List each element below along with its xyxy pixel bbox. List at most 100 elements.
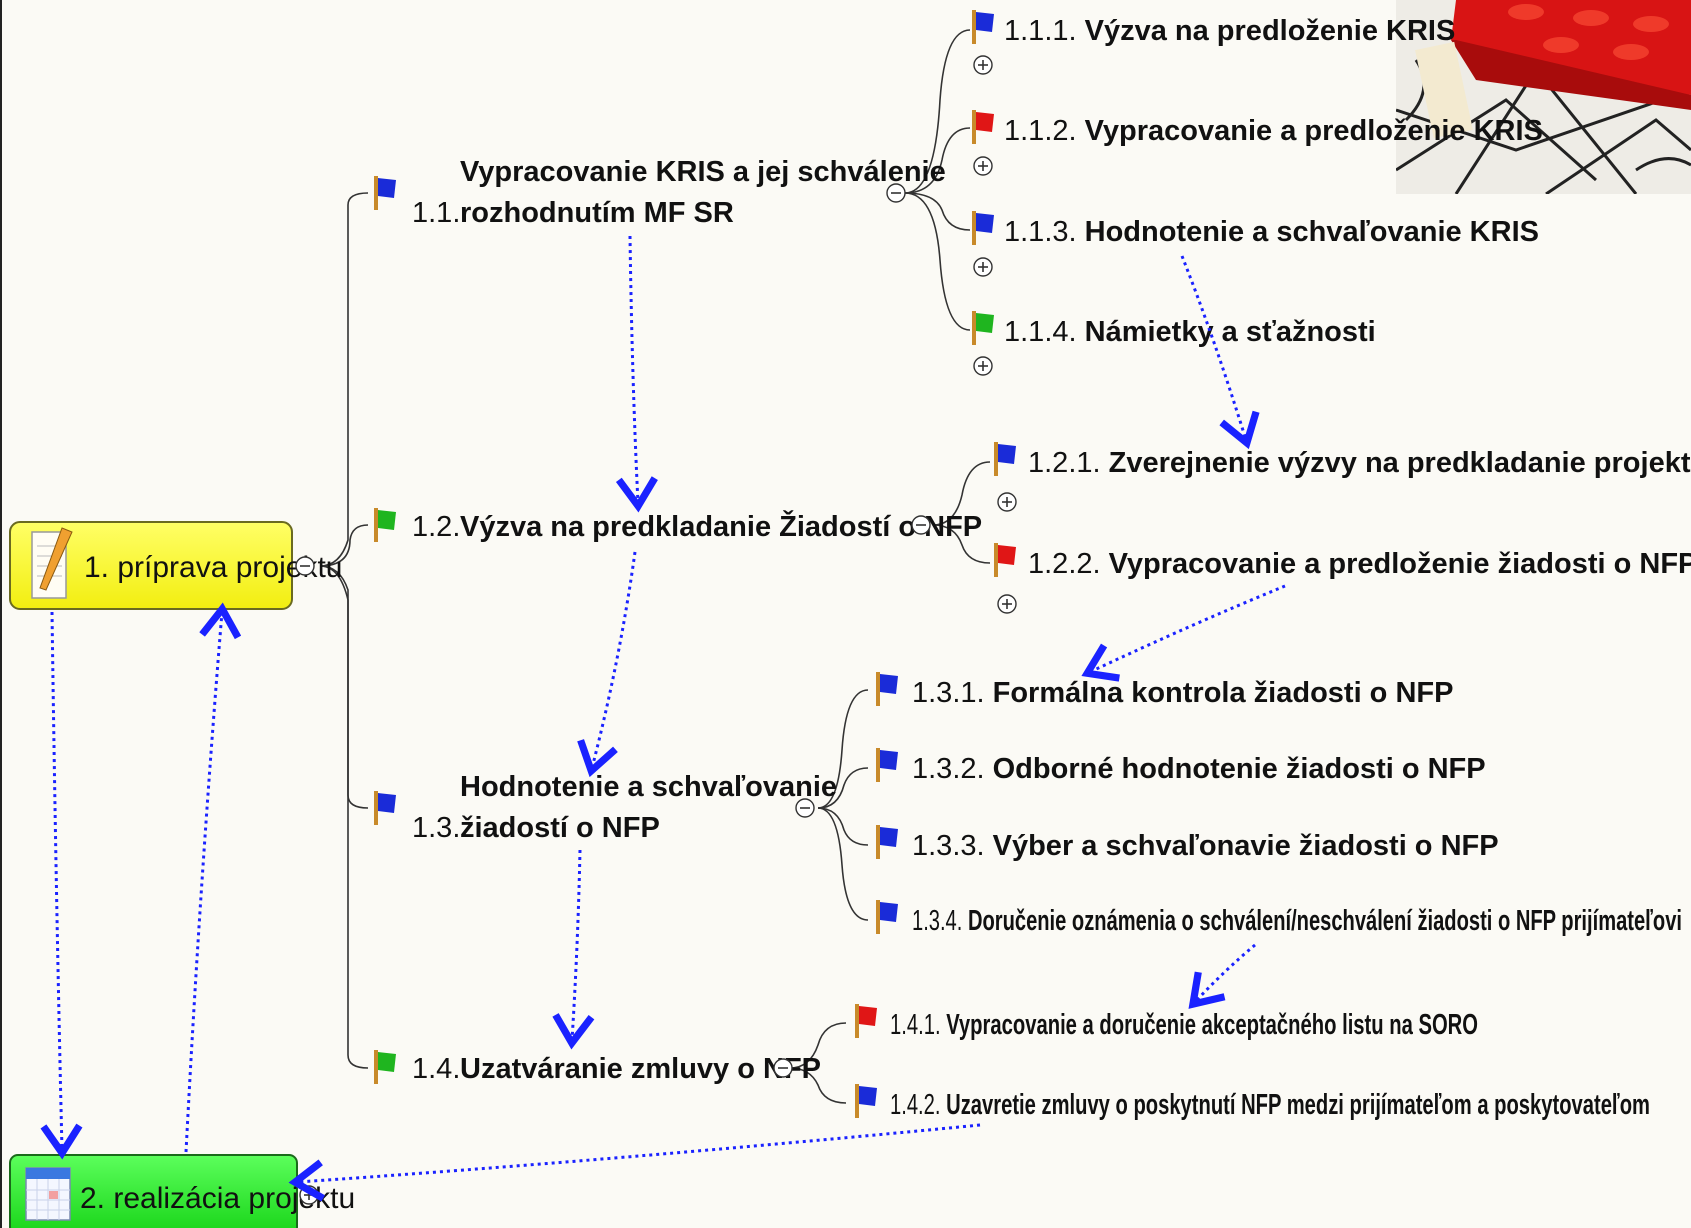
- child-1-3-4-label: Doručenie oznámenia o schválení/neschvál…: [968, 905, 1682, 937]
- child-1-3-1[interactable]: 1.3.1. Formálna kontrola žiadosti o NFP: [876, 672, 1453, 709]
- collapse-toggle-1-4[interactable]: [773, 1058, 793, 1078]
- green-flag-icon: [374, 508, 396, 542]
- branch-1-1-number: 1.1.: [412, 197, 460, 229]
- branch-1-3-number: 1.3.: [412, 812, 460, 844]
- dependency-arrow-1-2-2-to-1-3-1: [1081, 584, 1286, 682]
- child-1-3-4[interactable]: 1.3.4. Doručenie oznámenia o schválení/n…: [876, 900, 1682, 937]
- branch-1-1-title-line1: Vypracovanie KRIS a jej schválenie: [460, 156, 946, 188]
- child-1-2-1-number: 1.2.1.: [1028, 447, 1101, 479]
- expand-toggle-realizacia[interactable]: [299, 1185, 319, 1205]
- child-1-1-3[interactable]: 1.1.3. Hodnotenie a schvaľovanie KRIS: [972, 211, 1539, 248]
- child-1-3-3[interactable]: 1.3.3. Výber a schvaľonavie žiadosti o N…: [876, 825, 1499, 862]
- notepad-icon: [31, 527, 73, 599]
- collapse-toggle-1-1[interactable]: [886, 183, 906, 203]
- red-flag-icon: [994, 543, 1016, 577]
- svg-text:1.1.1. Výzva na predloženie KR: 1.1.1. Výzva na predloženie KRIS: [1004, 15, 1455, 47]
- expand-toggle-1-1-3[interactable]: [973, 257, 993, 277]
- child-1-1-2[interactable]: 1.1.2. Vypracovanie a predloženie KRIS: [972, 110, 1543, 147]
- blue-flag-icon: [855, 1084, 877, 1118]
- branch-1-1[interactable]: Vypracovanie KRIS a jej schválenie 1.1. …: [374, 156, 946, 229]
- child-1-4-2-number: 1.4.2.: [890, 1089, 941, 1121]
- child-1-1-1-number: 1.1.1.: [1004, 15, 1077, 47]
- child-1-3-3-label: Výber a schvaľonavie žiadosti o NFP: [993, 830, 1499, 862]
- left-border: [0, 0, 2, 1228]
- red-flag-icon: [855, 1004, 877, 1038]
- blue-flag-icon: [876, 900, 898, 934]
- expand-toggle-1-2-1[interactable]: [997, 492, 1017, 512]
- dependency-arrow-1-1-to-1-2: [615, 235, 658, 513]
- branch-1-2-number: 1.2.: [412, 511, 460, 543]
- child-1-3-1-number: 1.3.1.: [912, 677, 985, 709]
- child-1-1-4[interactable]: 1.1.4. Námietky a sťažnosti: [972, 311, 1376, 348]
- expand-toggle-1-2-2[interactable]: [997, 594, 1017, 614]
- child-1-3-2-number: 1.3.2.: [912, 753, 985, 785]
- calendar-icon: [25, 1167, 71, 1221]
- branch-1-4[interactable]: 1.4. Uzatváranie zmluvy o NFP: [374, 1050, 821, 1085]
- branch-1-3[interactable]: Hodnotenie a schvaľovanie 1.3. žiadostí …: [374, 771, 837, 844]
- blue-flag-icon: [876, 672, 898, 706]
- child-1-4-1-number: 1.4.1.: [890, 1009, 941, 1041]
- edge-b11-c111: [904, 29, 971, 194]
- dependency-arrow-realizacia-to-priprava: [184, 602, 242, 1153]
- edge-root-b13: [319, 565, 369, 809]
- dependency-arrow-1-3-to-1-4: [552, 849, 595, 1050]
- green-flag-icon: [972, 311, 994, 345]
- edge-b11-c113: [904, 192, 971, 231]
- edge-b13-c132: [817, 767, 869, 809]
- expand-toggle-1-1-2[interactable]: [973, 156, 993, 176]
- child-1-1-1-label: Výzva na predloženie KRIS: [1085, 15, 1456, 47]
- svg-text:1.2.2. Vypracovanie a predlože: 1.2.2. Vypracovanie a predloženie žiados…: [1028, 548, 1691, 580]
- child-1-4-1[interactable]: 1.4.1. Vypracovanie a doručenie akceptač…: [855, 1004, 1478, 1041]
- blue-flag-icon: [876, 748, 898, 782]
- branch-1-2-title: Výzva na predkladanie Žiadostí o NFP: [460, 509, 982, 543]
- edge-b14-c142: [789, 1067, 847, 1104]
- edge-b11-c112: [904, 127, 971, 194]
- blue-flag-icon: [876, 825, 898, 859]
- child-1-3-1-label: Formálna kontrola žiadosti o NFP: [993, 677, 1454, 709]
- child-1-3-3-number: 1.3.3.: [912, 830, 985, 862]
- root-node-realizacia[interactable]: 2. realizácia projektu: [9, 1154, 355, 1228]
- expand-toggle-1-1-4[interactable]: [973, 356, 993, 376]
- branch-1-3-title-line2: žiadostí o NFP: [460, 812, 660, 844]
- svg-text:1.1.2. Vypracovanie a predlože: 1.1.2. Vypracovanie a predloženie KRIS: [1004, 115, 1543, 147]
- dependency-arrow-1-4-2-to-realizacia: [288, 1123, 981, 1202]
- child-1-2-2-number: 1.2.2.: [1028, 548, 1101, 580]
- red-flag-icon: [972, 110, 994, 144]
- edge-root-b11: [319, 192, 369, 567]
- child-1-4-2-label: Uzavretie zmluvy o poskytnutí NFP medzi …: [946, 1089, 1650, 1121]
- child-1-2-2[interactable]: 1.2.2. Vypracovanie a predloženie žiados…: [994, 543, 1691, 580]
- collapse-toggle-1-2[interactable]: [911, 515, 931, 535]
- child-1-2-2-label: Vypracovanie a predloženie žiadosti o NF…: [1109, 548, 1691, 580]
- lego-photo-thumbnail: [1396, 0, 1691, 194]
- dependency-arrows: [40, 235, 1286, 1202]
- svg-text:1.3.1. Formálna kontrola žiado: 1.3.1. Formálna kontrola žiadosti o NFP: [912, 677, 1453, 709]
- child-1-4-2[interactable]: 1.4.2. Uzavretie zmluvy o poskytnutí NFP…: [855, 1084, 1650, 1121]
- branch-1-3-title-line1: Hodnotenie a schvaľovanie: [460, 771, 837, 803]
- svg-text:1.4.2. Uzavretie zmluvy o posk: 1.4.2. Uzavretie zmluvy o poskytnutí NFP…: [890, 1089, 1650, 1121]
- child-1-1-2-label: Vypracovanie a predloženie KRIS: [1085, 115, 1543, 147]
- svg-text:1.1.4. Námietky a sťažnosti: 1.1.4. Námietky a sťažnosti: [1004, 316, 1376, 348]
- collapse-toggle-1-3[interactable]: [795, 798, 815, 818]
- child-1-3-2[interactable]: 1.3.2. Odborné hodnotenie žiadosti o NFP: [876, 748, 1486, 785]
- edge-root-b14: [319, 565, 369, 1069]
- child-1-2-1[interactable]: 1.2.1. Zverejnenie výzvy na predkladanie…: [994, 442, 1691, 479]
- branch-1-4-title: Uzatváranie zmluvy o NFP: [460, 1053, 821, 1085]
- lego-photo-image: [1396, 0, 1691, 194]
- edge-b13-c133: [817, 807, 869, 846]
- blue-flag-icon: [972, 10, 994, 44]
- child-1-1-4-number: 1.1.4.: [1004, 316, 1077, 348]
- branch-1-2[interactable]: 1.2. Výzva na predkladanie Žiadostí o NF…: [374, 508, 982, 543]
- child-1-1-1[interactable]: 1.1.1. Výzva na predloženie KRIS: [972, 10, 1455, 47]
- edge-b13-c131: [817, 689, 869, 809]
- child-1-1-2-number: 1.1.2.: [1004, 115, 1077, 147]
- expand-toggle-1-1-1[interactable]: [973, 55, 993, 75]
- child-1-4-1-label: Vypracovanie a doručenie akceptačného li…: [946, 1009, 1478, 1041]
- green-flag-icon: [374, 1050, 396, 1084]
- child-1-2-1-label: Zverejnenie výzvy na predkladanie projek…: [1109, 447, 1691, 479]
- edge-b14-c141: [789, 1022, 847, 1069]
- collapse-toggle-root[interactable]: [295, 556, 315, 576]
- dependency-arrow-1-3-4-to-1-4-1: [1188, 943, 1256, 1009]
- edge-b12-c121: [932, 461, 991, 526]
- root-node-priprava[interactable]: 1. príprava projektu: [9, 521, 342, 610]
